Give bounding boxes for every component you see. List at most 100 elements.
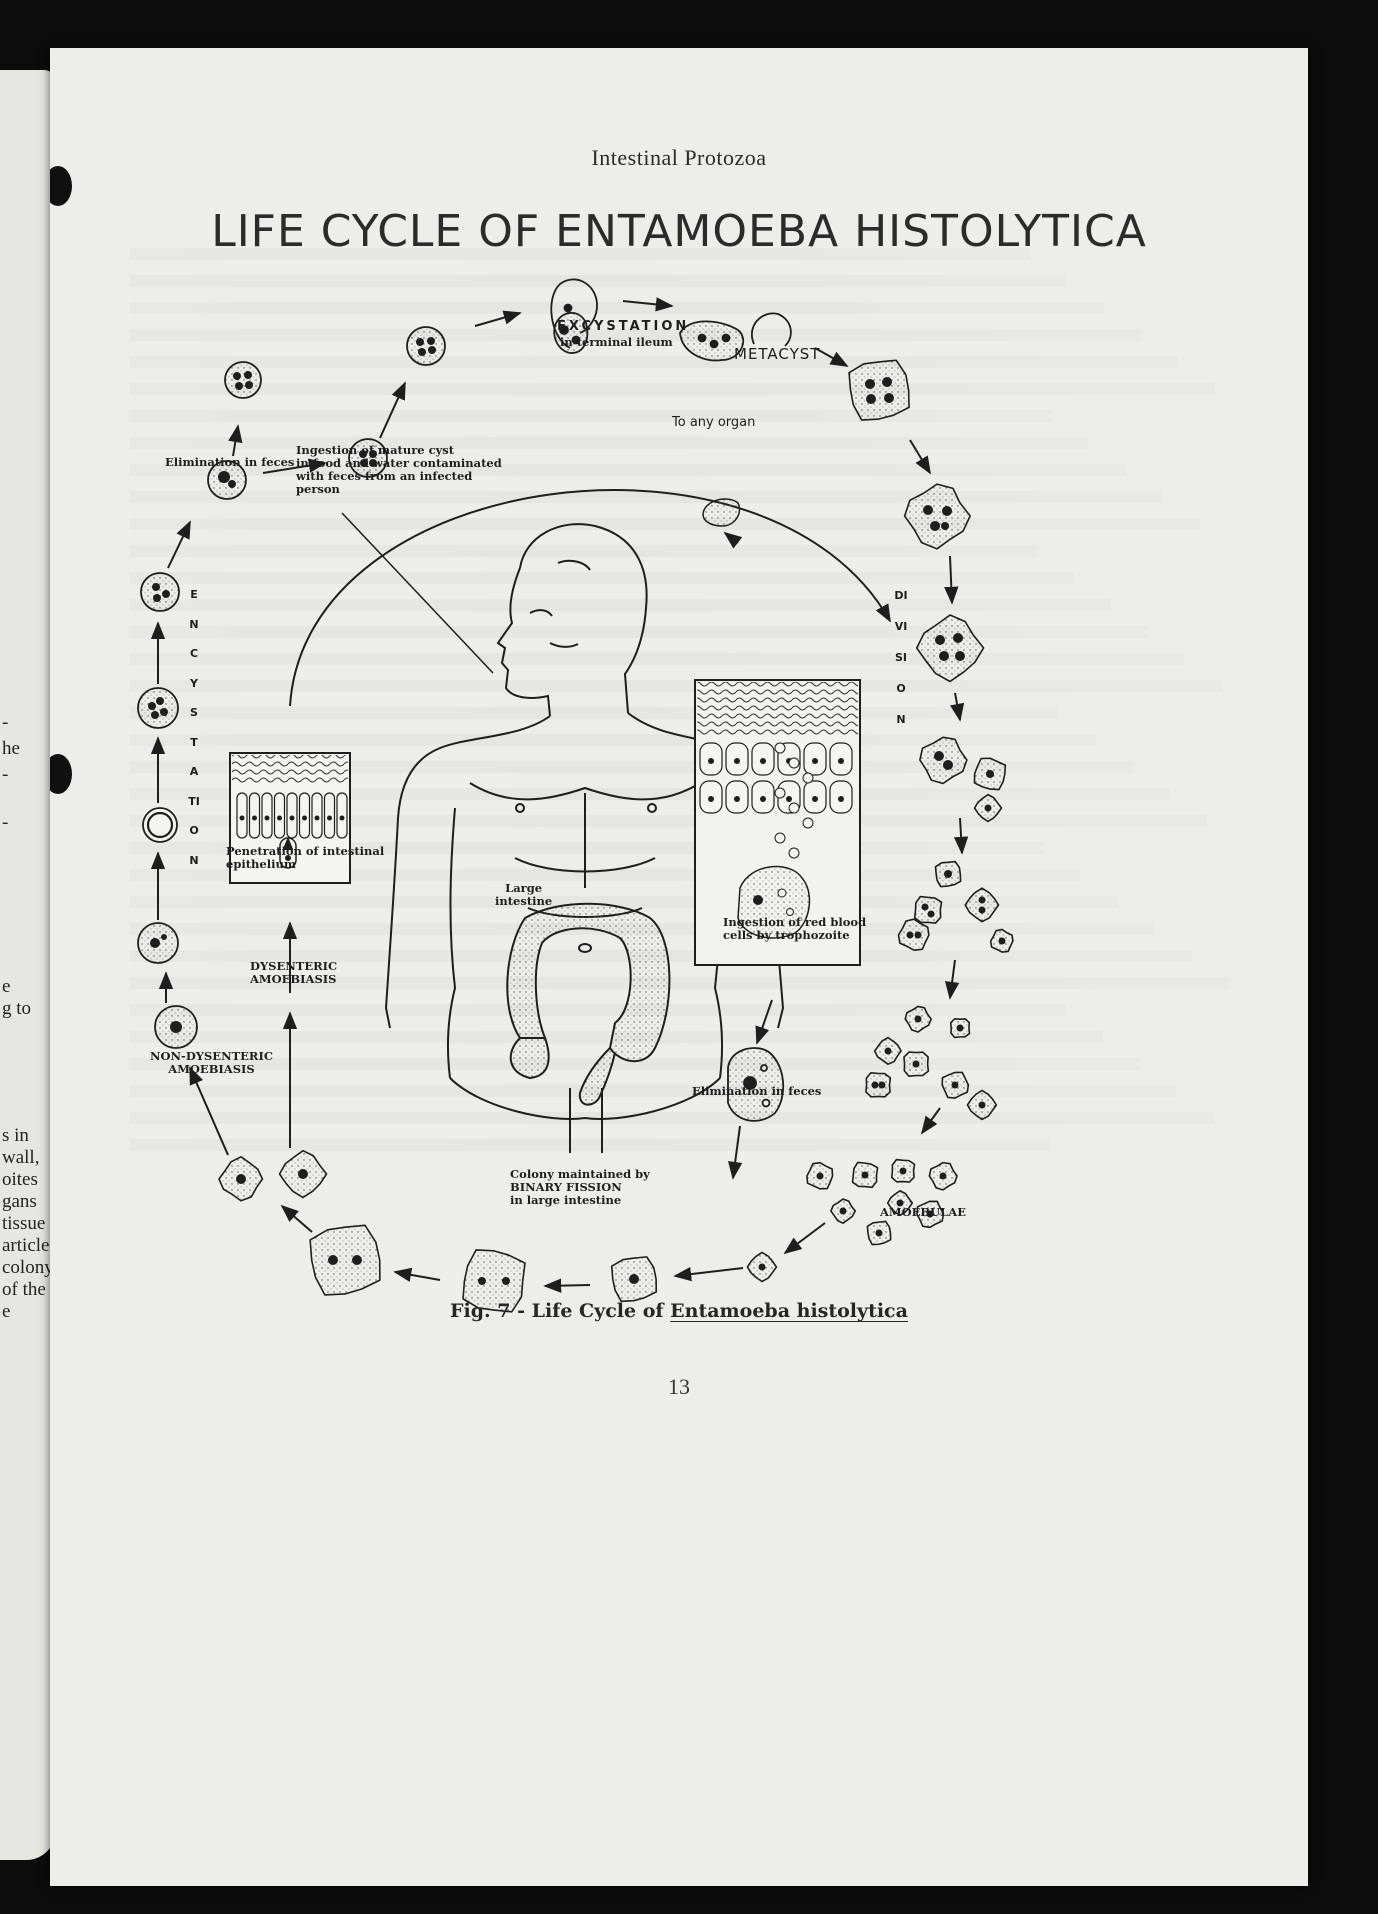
show-through-line [130,275,1067,287]
nondysenteric-line-2: AMOEBIASIS [168,1062,255,1076]
arrow-to-excystation [474,310,522,327]
penetration-line-1: Penetration of intestinal [226,844,385,858]
nondysenteric-label: NON-DYSENTERIC AMOEBIASIS [150,1050,273,1076]
show-through-line [130,599,1111,611]
show-through-line [130,356,1178,368]
cyst-in-small-intestine [406,326,446,366]
red-blood-cell [788,802,800,814]
left-page-fragment: - [2,812,9,833]
rbc-line-2: cells by trophozoite [723,928,850,942]
diagram-title: LIFE CYCLE OF ENTAMOEBA HISTOLYTICA [211,206,1147,257]
ingestion-pointer-line [341,512,494,674]
show-through-line [130,572,1074,584]
arch-arrow [289,489,891,707]
colony-line-2: BINARY FISSION [510,1180,622,1194]
show-through-line [130,680,1222,692]
encystation-vertical-label: ENCYSTATION [188,588,200,867]
amoebula-16 [851,1161,879,1189]
show-through-line [130,1139,1051,1151]
human-figure [384,523,785,1153]
trophozoite-large-intestine [610,1256,658,1303]
amoebula-1 [973,757,1007,791]
amoebula-4 [913,895,943,924]
red-blood-cell [788,847,800,859]
arrow-metacyst-down [909,439,931,475]
fission-stage-1 [462,1249,526,1313]
penetration-line-2: epithelium [226,857,296,871]
page-number: 13 [668,1374,690,1399]
show-through-line [130,626,1148,638]
left-page-fragment: g to [2,998,32,1019]
ingested-cyst [348,438,388,478]
dividing-metacyst [903,483,971,550]
show-through-line [130,1004,1066,1016]
large-intestine-drawing [506,902,671,1106]
arrow-to-any-organ [723,531,743,549]
metacyst-trophozoite [679,312,792,362]
arrow-to-nondysenteric [280,1204,313,1233]
amoebula-20 [830,1198,857,1224]
show-through-line [130,1112,1214,1124]
penetration-inset [229,752,351,884]
life-cycle-diagram [137,278,1014,1313]
rbc-ingestion-inset [694,679,861,966]
left-page-fragment: e [2,976,11,997]
left-page-fragment: he [2,738,20,759]
colony-label: Colony maintained by BINARY FISSION in l… [510,1168,650,1207]
excystation-label: EXCYSTATION [557,319,690,334]
cyst-in-feces [207,460,247,500]
arrow-to-metacyst [622,297,674,312]
arrow-division-2 [949,692,965,722]
show-through-line [130,329,1141,341]
to-any-organ-label: To any organ [672,415,756,430]
left-page-fragment: gans [2,1191,37,1212]
arrow-to-small-intestine [379,381,406,439]
encysting-cyst-3 [137,687,179,729]
arrow-amoebula-to-troph [673,1266,744,1282]
arrow-division-1 [944,555,959,605]
show-through-line [130,491,1163,503]
arrow-encystation-5 [167,520,191,569]
trophozoite-dysenteric [278,1149,328,1199]
page-header: Intestinal Protozoa [591,145,767,170]
arrow-to-metacyst-big [814,347,849,367]
excystation-site-label: in terminal ileum [560,335,673,349]
ingestion-line-4: person [296,482,340,496]
red-blood-cell [774,787,786,799]
eight-nucleate-metacyst [915,614,985,683]
arrow-division-3 [953,817,969,855]
amoebula-5 [964,887,1000,923]
amoebulae-label: AMOEBULAE [880,1205,966,1219]
arrow-division-4 [944,959,960,1000]
binder-hole-top [50,166,72,206]
amoebula-14 [966,1089,998,1121]
left-page-fragment: - [2,712,9,733]
red-blood-cell [774,832,786,844]
show-through-line [130,248,1030,260]
left-page-fragment: colony [2,1257,54,1278]
show-through-line [130,761,1133,773]
amoebula-18 [928,1161,958,1191]
arrow-to-fission-2 [393,1267,441,1282]
amoebula-12 [941,1071,970,1099]
amoebula-6 [897,918,930,952]
elimination-bottom-label: Elimination in feces [692,1084,822,1098]
red-blood-cell [802,817,814,829]
metacyst [848,359,910,421]
colony-line-1: Colony maintained by [510,1167,650,1181]
document-page: Intestinal Protozoa LIFE CYCLE OF ENTAMO… [50,48,1308,1886]
left-page-fragment: oites [2,1169,38,1190]
encysting-cyst-4 [140,572,180,612]
minuta-form [154,1005,198,1049]
arrow-to-ingested-cyst [262,458,327,474]
show-through-line [130,815,1207,827]
arrow-to-amoebulae [920,1107,941,1135]
left-page-fragment: of the [2,1279,46,1300]
left-page-fragment: s in [2,1125,29,1146]
caption-species: Entamoeba histolytica [670,1300,908,1322]
trophozoite-nondysenteric [218,1155,264,1202]
red-blood-cell [774,742,786,754]
arrow-to-trophozoite [783,1222,826,1255]
ingestion-label: Ingestion of mature cyst in food and wat… [296,444,502,496]
